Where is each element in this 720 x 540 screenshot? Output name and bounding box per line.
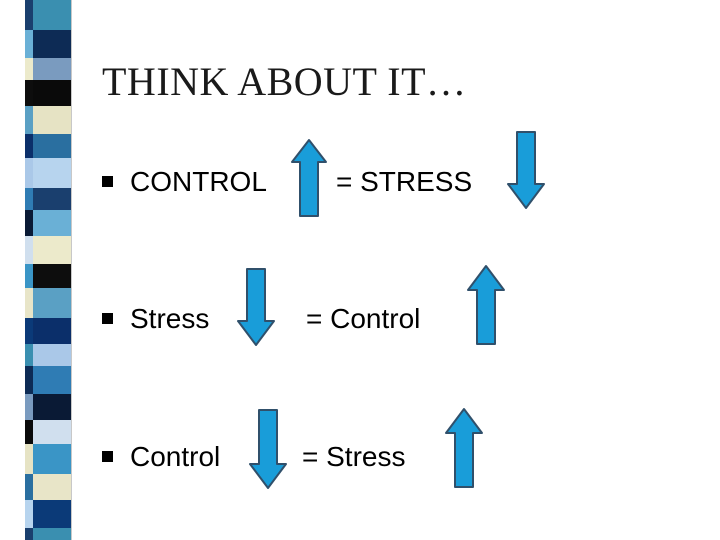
down-arrow-icon: [507, 131, 545, 209]
bullet-square-icon: [102, 313, 113, 324]
up-arrow-icon: [291, 139, 327, 217]
stripe-edge-block: [25, 474, 33, 500]
stripe-edge-block: [25, 264, 33, 288]
stripe-edge-block: [25, 500, 33, 528]
stripe-edge-block: [25, 528, 33, 540]
stripe-edge-block: [25, 58, 33, 80]
stripe-edge-block: [25, 30, 33, 58]
stripe-edge-block: [25, 0, 33, 30]
stripe-edge-block: [25, 134, 33, 158]
bullet-square-icon: [102, 451, 113, 462]
up-arrow-icon: [445, 408, 483, 488]
stripe-edge-block: [25, 158, 33, 188]
down-arrow-icon: [237, 268, 275, 346]
stripe-edge-block: [25, 420, 33, 444]
stripe-edge-block: [25, 344, 33, 366]
row-2-left-text: Stress: [130, 303, 210, 334]
stripe-block: [25, 344, 71, 366]
stripe-edge-block: [25, 288, 33, 318]
decorative-stripe: [25, 0, 72, 540]
stripe-block: [25, 188, 71, 210]
stripe-edge-block: [25, 236, 33, 264]
up-arrow-icon: [467, 265, 505, 345]
slide-title: THINK ABOUT IT…: [102, 59, 467, 104]
stripe-edge-block: [25, 188, 33, 210]
stripe-edge-block: [25, 106, 33, 134]
stripe-edge-block: [25, 444, 33, 474]
down-arrow-icon: [249, 409, 287, 489]
row-3-right-text: = Stress: [302, 441, 406, 472]
stripe-edge-block: [25, 394, 33, 420]
stripe-edge-block: [25, 366, 33, 394]
stripe-edge-block: [25, 318, 33, 344]
row-1-left-text: CONTROL: [130, 166, 267, 197]
row-2-right-text: = Control: [306, 303, 421, 334]
row-3-left-text: Control: [130, 441, 221, 472]
row-1-right-text: = STRESS: [336, 166, 473, 197]
stripe-edge-block: [25, 80, 33, 106]
stripe-block: [25, 528, 71, 540]
stripe-edge-block: [25, 210, 33, 236]
bullet-square-icon: [102, 176, 113, 187]
stripe-block: [25, 58, 71, 80]
